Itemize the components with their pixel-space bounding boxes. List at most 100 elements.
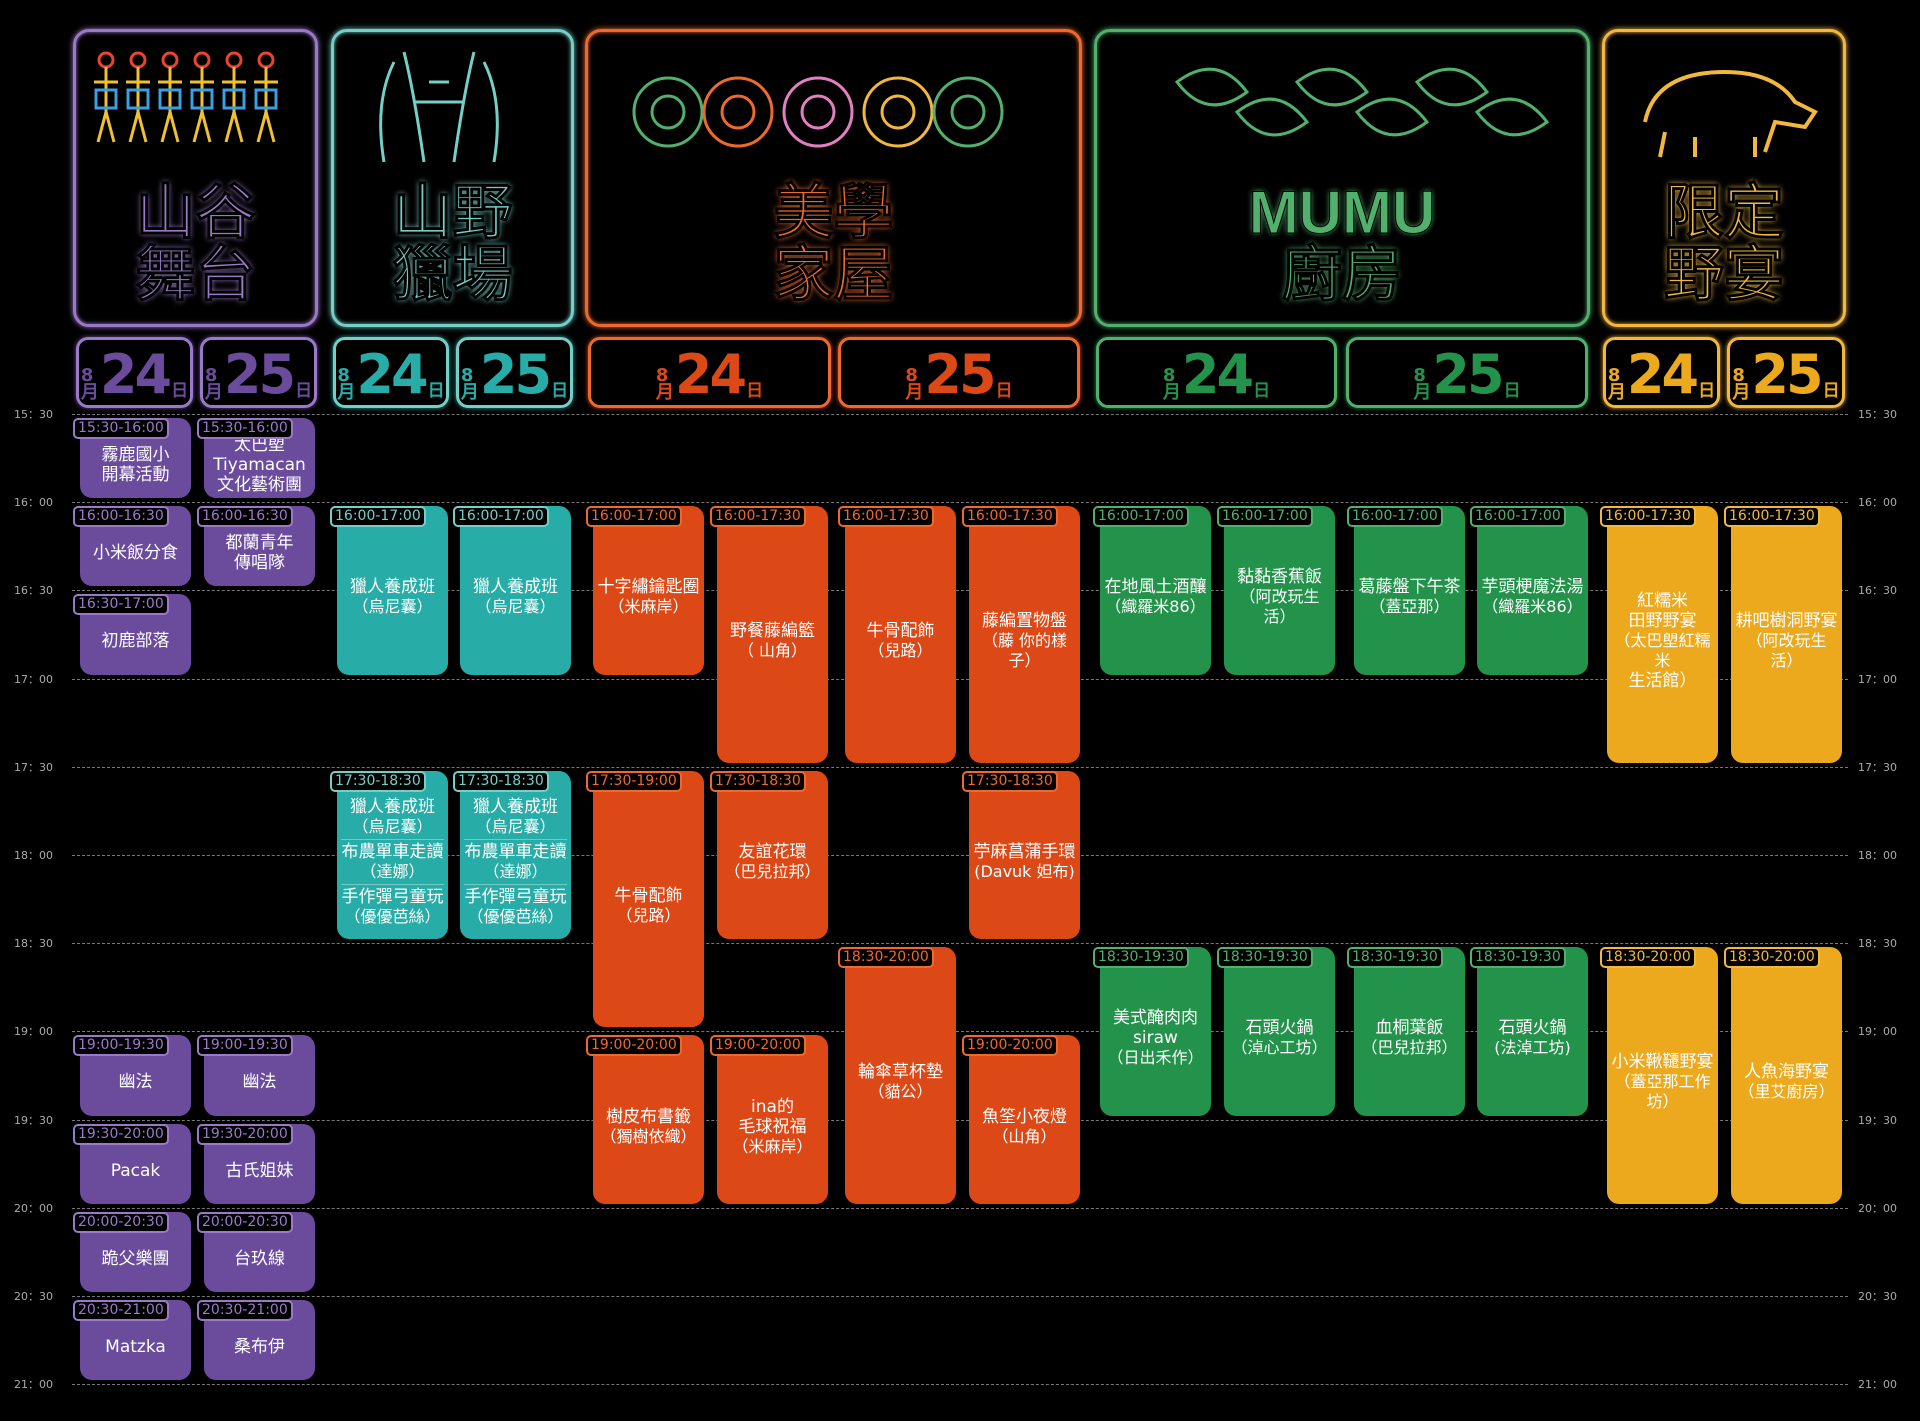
venue-panel-stage: 山谷舞台	[73, 29, 318, 327]
event-card[interactable]: 樹皮布書籤（獨樹依織）	[593, 1035, 704, 1204]
event-card[interactable]: 野餐藤編籃（ 山角）	[717, 506, 828, 763]
event-card[interactable]: 獵人養成班（烏尼囊）	[337, 506, 448, 675]
event-title: 桑布伊	[233, 1337, 285, 1358]
event-card[interactable]: ina的毛球祝福（米麻岸）	[717, 1035, 828, 1204]
event-card[interactable]: 人魚海野宴（里艾廚房）	[1731, 947, 1842, 1204]
event-title: 布農單車走讀	[341, 841, 444, 862]
event-card[interactable]: 友誼花環（巴兒拉邦）	[717, 770, 828, 940]
event-host: （米麻岸）	[608, 597, 689, 617]
event-time-tag: 15:30-16:00	[73, 418, 169, 439]
event-host: （烏尼囊）	[352, 597, 433, 617]
event-group: 輪傘草杯墊（貓公）	[849, 1062, 951, 1102]
month-unit: 月	[460, 382, 479, 403]
event-group: 幽法	[84, 1072, 186, 1092]
event-card[interactable]: 牛骨配飾（兒路）	[845, 506, 956, 763]
event-card[interactable]: 苧麻菖蒲手環(Davuk 妲布)	[969, 770, 1080, 940]
event-title: 獵人養成班	[472, 796, 558, 817]
event-card[interactable]: 黏黏香蕉飯（阿改玩生活）	[1224, 506, 1335, 675]
event-title: ina的	[751, 1096, 794, 1117]
event-card[interactable]: 獵人養成班（烏尼囊）布農單車走讀（達娜）手作彈弓童玩（優優芭絲）	[460, 770, 571, 940]
event-card[interactable]: 輪傘草杯墊（貓公）	[845, 947, 956, 1204]
event-card[interactable]: 獵人養成班（烏尼囊）布農單車走讀（達娜）手作彈弓童玩（優優芭絲）	[337, 770, 448, 940]
event-card[interactable]: 石頭火鍋(法淖工坊)	[1477, 947, 1588, 1116]
event-card[interactable]: 石頭火鍋（淖心工坊）	[1224, 947, 1335, 1116]
event-card[interactable]: 藤編置物盤（藤 你的樣子）	[969, 506, 1080, 763]
time-label: 19：00	[14, 1025, 53, 1039]
event-card[interactable]: 在地風土酒釀（織羅米86）	[1100, 506, 1211, 675]
event-card[interactable]: 芋頭梗魔法湯（織羅米86）	[1477, 506, 1588, 675]
event-card[interactable]: 血桐葉飯（巴兒拉邦）	[1354, 947, 1465, 1116]
event-card[interactable]: 紅糯米田野野宴（太巴塱紅糯米生活館）	[1607, 506, 1718, 763]
event-card[interactable]: 獵人養成班（烏尼囊）	[460, 506, 571, 675]
event-title: 都蘭青年	[225, 533, 294, 554]
event-card[interactable]: 小米鞦韆野宴（蓋亞那工作坊）	[1607, 947, 1718, 1204]
event-card[interactable]: 魚筌小夜燈（山角）	[969, 1035, 1080, 1204]
event-host: （阿改玩生活）	[1746, 631, 1827, 671]
grid-line	[72, 590, 1848, 592]
month-number: 8	[1162, 365, 1176, 386]
time-label: 20：00	[1858, 1201, 1897, 1215]
event-host: （巴兒拉邦）	[724, 861, 821, 881]
event-title: siraw	[1133, 1028, 1178, 1049]
event-host: （烏尼囊）	[352, 816, 433, 836]
event-card[interactable]: 葛藤盤下午茶（蓋亞那）	[1354, 506, 1465, 675]
event-card[interactable]: 十字繡鑰匙圈（米麻岸）	[593, 506, 704, 675]
day-unit: 日	[295, 381, 313, 401]
event-card[interactable]: 耕吧樹洞野宴（阿改玩生活）	[1731, 506, 1842, 763]
event-card[interactable]: 牛骨配飾（兒路）	[593, 770, 704, 1028]
